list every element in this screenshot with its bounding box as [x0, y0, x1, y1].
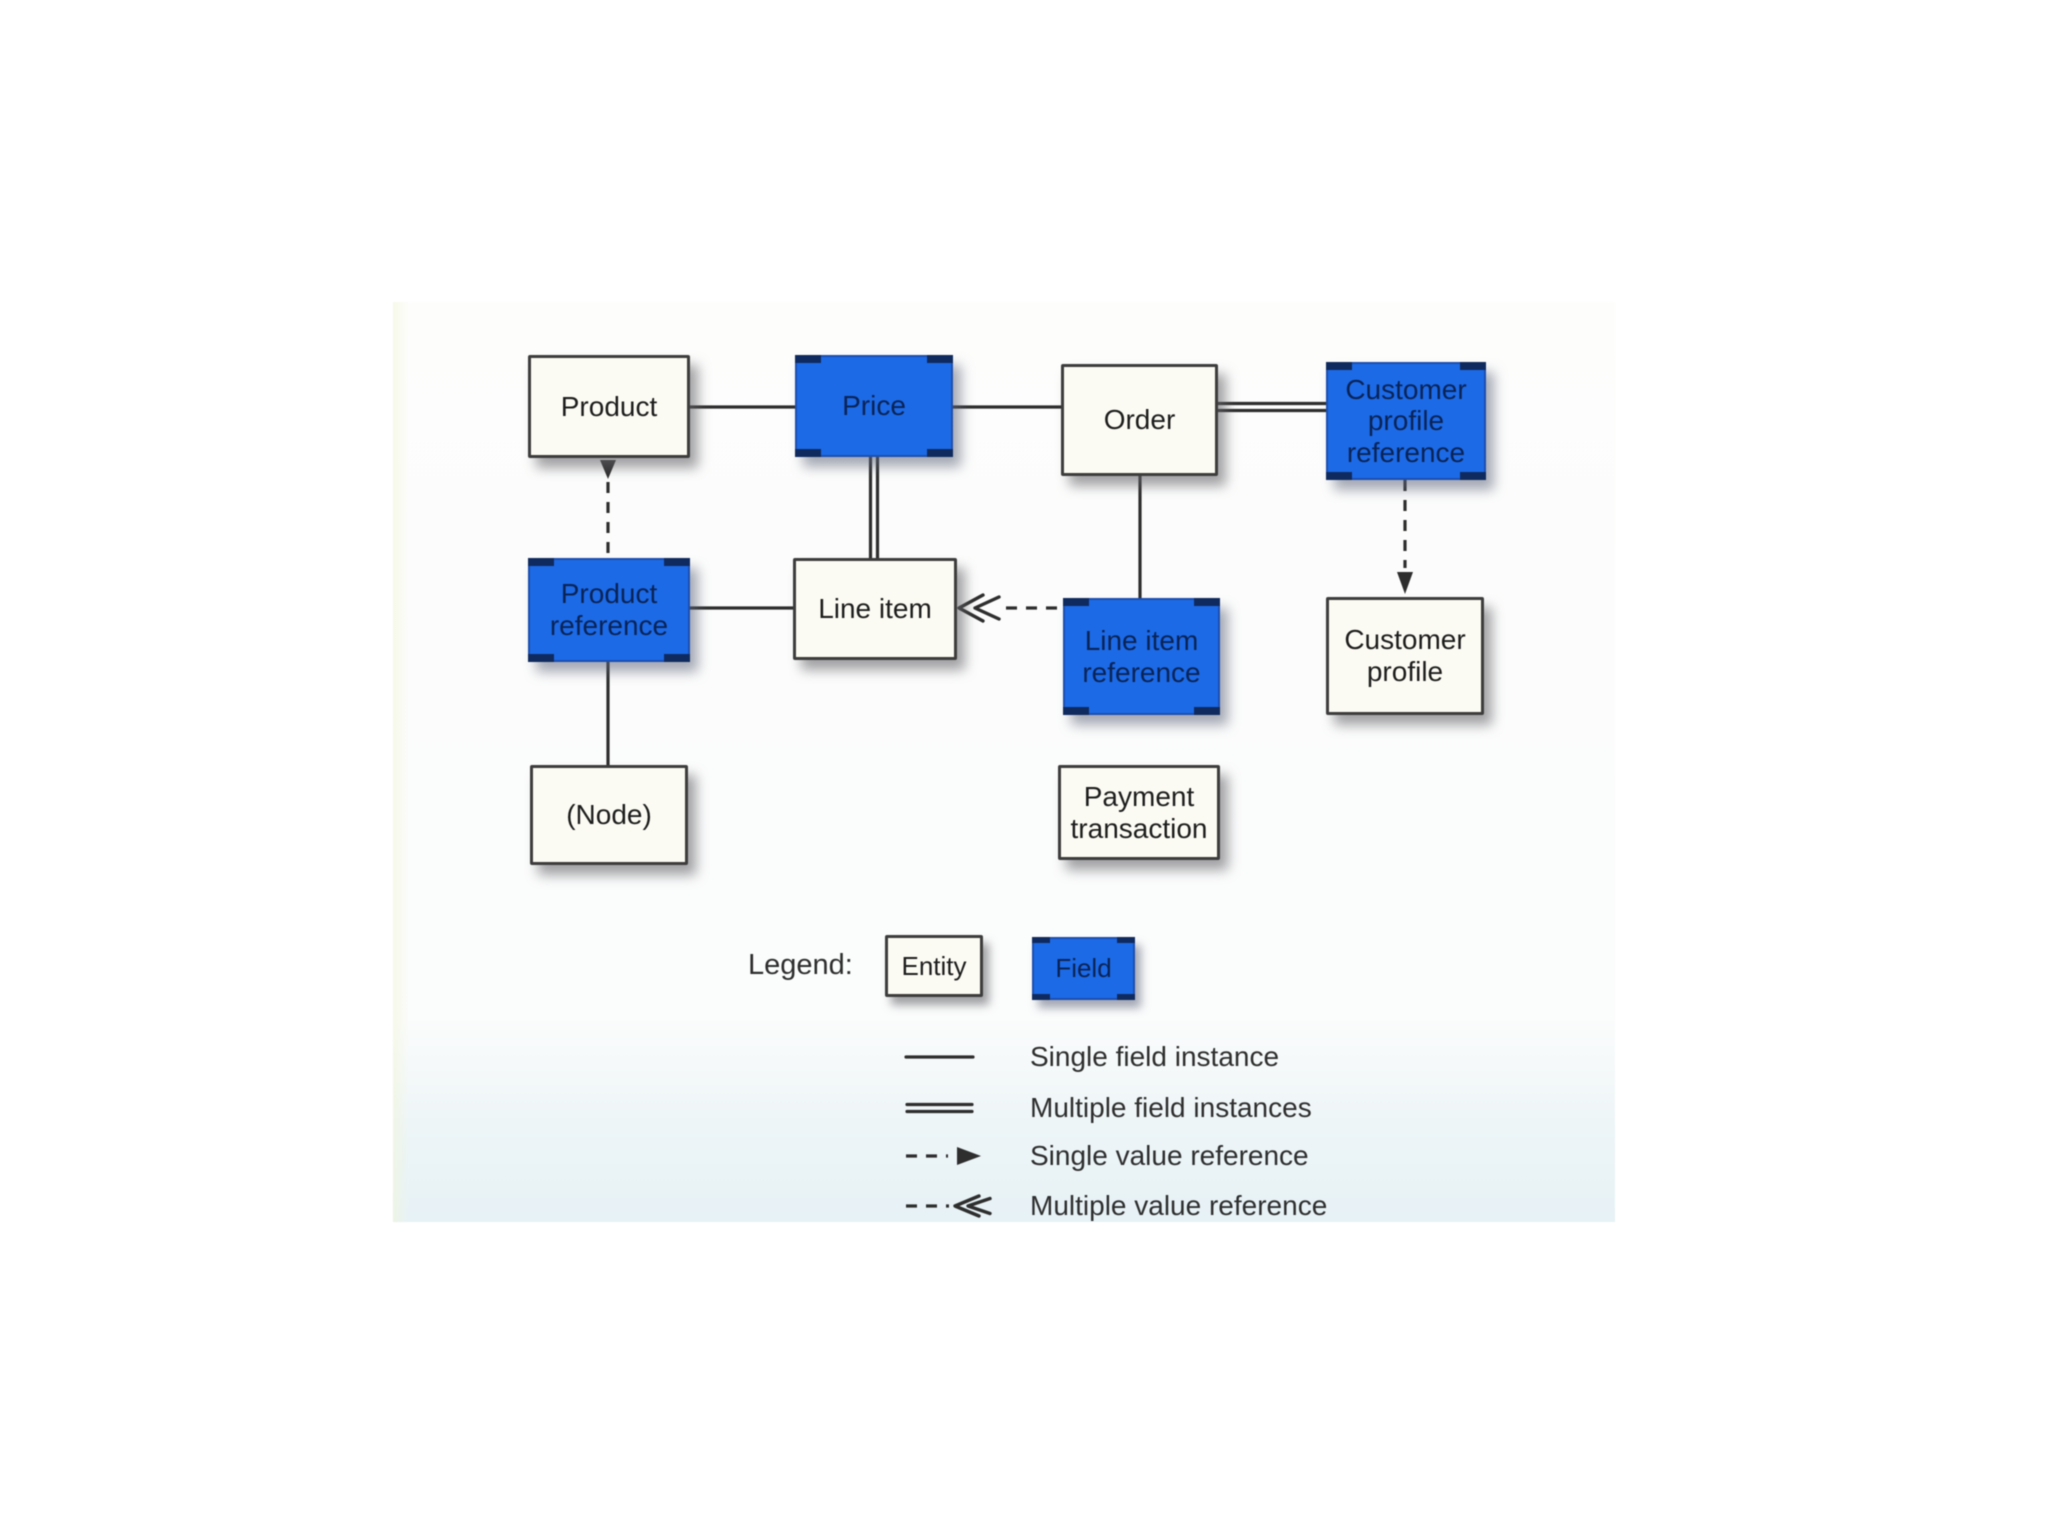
legend-item-label: Single value reference	[1030, 1140, 1309, 1171]
legend-entity-label: Entity	[901, 950, 967, 981]
legend-item-label: Single field instance	[1030, 1041, 1280, 1072]
node-customer-profile-reference: Customer profile reference	[1326, 362, 1486, 480]
node-line-item: Line item	[793, 558, 957, 660]
node-label: Product	[560, 390, 658, 422]
multiple-value-reference-arrow-icon	[906, 1194, 992, 1218]
node-label: Line item reference	[1082, 624, 1201, 688]
legend-row-multiple-field: Multiple field instances	[903, 1091, 1312, 1125]
node-node: (Node)	[530, 765, 688, 865]
node-payment-transaction: Payment transaction	[1058, 765, 1220, 860]
legend-field-box: Field	[1032, 937, 1135, 1000]
node-price: Price	[795, 355, 953, 457]
node-order: Order	[1061, 364, 1218, 476]
node-product-reference: Product reference	[528, 558, 690, 662]
node-product: Product	[528, 355, 690, 458]
legend-row-single-value: Single value reference	[903, 1139, 1309, 1173]
legend-row-multiple-value: Multiple value reference	[903, 1189, 1327, 1223]
node-label: Line item	[818, 593, 932, 625]
node-label: Product reference	[549, 578, 669, 641]
legend-entity-box: Entity	[885, 935, 983, 997]
legend-row-single-field: Single field instance	[903, 1040, 1279, 1074]
legend-title: Legend:	[748, 948, 853, 981]
legend-item-label: Multiple value reference	[1030, 1190, 1328, 1221]
single-value-reference-arrow-icon	[906, 1147, 981, 1165]
node-line-item-reference: Line item reference	[1063, 598, 1220, 715]
legend-item-label: Multiple field instances	[1030, 1092, 1312, 1123]
node-label: (Node)	[566, 799, 652, 831]
single-field-instance-line-icon	[904, 1055, 975, 1059]
node-label: Customer profile	[1344, 624, 1466, 687]
legend-field-label: Field	[1055, 953, 1112, 983]
multiple-field-instances-line-icon	[905, 1102, 974, 1114]
node-label: Order	[1103, 404, 1176, 436]
node-label: Customer profile reference	[1345, 373, 1467, 468]
node-customer-profile: Customer profile	[1326, 597, 1484, 715]
node-label: Price	[842, 390, 906, 422]
node-label: Payment transaction	[1070, 780, 1208, 844]
